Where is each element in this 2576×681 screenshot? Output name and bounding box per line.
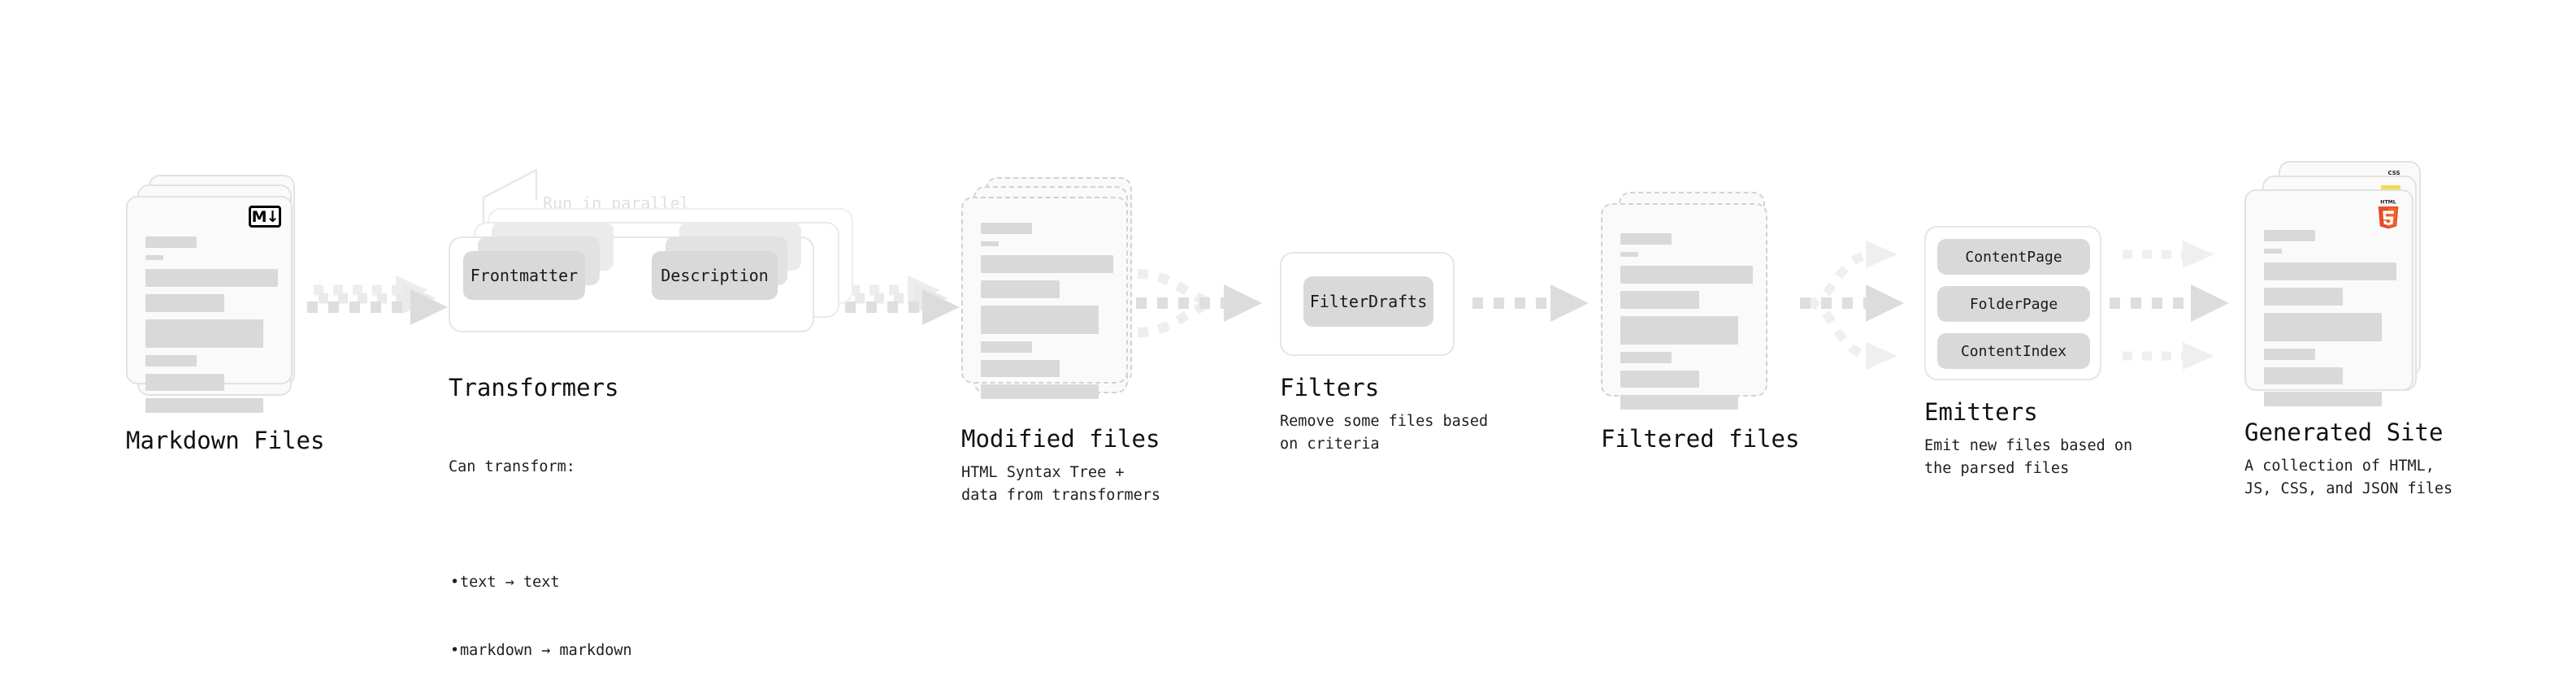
placeholder-bar — [1620, 395, 1738, 410]
placeholder-bar — [981, 241, 999, 246]
emitters-subtitle: Emit new files based on the parsed files — [1924, 437, 2133, 477]
placeholder-bar — [981, 360, 1060, 377]
placeholder-bar — [145, 319, 263, 348]
filtered-file-placeholder-lines — [1620, 233, 1753, 417]
placeholder-bar — [2264, 392, 2382, 406]
modified-files-title: Modified files — [961, 425, 1160, 453]
placeholder-bar — [145, 269, 278, 287]
markdown-file-card-front[interactable]: M↓ — [126, 196, 293, 413]
placeholder-bar — [1620, 266, 1753, 284]
placeholder-bar — [1620, 233, 1672, 245]
html5-icon: HTML — [2376, 197, 2400, 230]
transformers-bullet-item: text → text — [449, 571, 632, 594]
generated-site-subtitle: A collection of HTML, JS, CSS, and JSON … — [2244, 458, 2453, 497]
placeholder-bar — [2264, 313, 2382, 341]
modified-file-placeholder-lines — [981, 223, 1113, 406]
generated-site-placeholder-lines — [2264, 230, 2397, 414]
modified-files-subtitle: HTML Syntax Tree + data from transformer… — [961, 464, 1161, 504]
transformers-subtitle-lead: Can transform: — [449, 458, 575, 475]
transformers-subtitle: Can transform: text → text markdown → ma… — [449, 410, 632, 681]
placeholder-bar — [981, 341, 1032, 353]
connector-filtered-to-emitters — [1800, 241, 1904, 370]
filters-box[interactable]: FilterDrafts — [1280, 252, 1455, 356]
placeholder-bar — [981, 280, 1060, 298]
modified-file-card-front[interactable] — [961, 197, 1128, 399]
placeholder-bar — [1620, 316, 1738, 345]
transformers-bullet-item: markdown → markdown — [449, 640, 632, 662]
placeholder-bar — [981, 384, 1099, 399]
connector-md-to-transformers — [307, 275, 448, 325]
transformers-bullet-list: text → text markdown → markdown html → h… — [449, 527, 632, 681]
placeholder-bar — [981, 255, 1113, 273]
generated-html-card[interactable]: HTML — [2244, 189, 2413, 406]
transformer-box-front[interactable]: Frontmatter Description — [449, 222, 814, 332]
placeholder-bar — [2264, 288, 2343, 306]
placeholder-bar — [145, 255, 163, 260]
filters-subtitle: Remove some files based on criteria — [1280, 413, 1489, 453]
placeholder-bar — [145, 398, 263, 413]
placeholder-bar — [1620, 291, 1699, 309]
markdown-files-title: Markdown Files — [126, 427, 325, 454]
placeholder-bar — [981, 223, 1032, 234]
transformers-title: Transformers — [449, 374, 619, 401]
connector-emitters-to-site — [2110, 241, 2229, 370]
placeholder-bar — [145, 355, 197, 367]
transformer-chip-frontmatter[interactable]: Frontmatter — [463, 251, 585, 300]
emitter-chip-contentpage[interactable]: ContentPage — [1937, 239, 2090, 275]
connector-modified-to-filters — [1136, 269, 1262, 337]
markdown-icon: M↓ — [249, 206, 281, 228]
placeholder-bar — [2264, 230, 2315, 241]
placeholder-bar — [1620, 352, 1672, 363]
emitter-chip-folderpage[interactable]: FolderPage — [1937, 286, 2090, 322]
filtered-files-title: Filtered files — [1601, 425, 1800, 453]
placeholder-bar — [145, 294, 224, 312]
generated-site-title: Generated Site — [2244, 419, 2444, 446]
placeholder-bar — [145, 236, 197, 248]
emitters-box[interactable]: ContentPage FolderPage ContentIndex — [1924, 226, 2101, 380]
placeholder-bar — [1620, 371, 1699, 388]
placeholder-bar — [145, 374, 224, 391]
placeholder-bar — [2264, 249, 2282, 254]
emitters-title: Emitters — [1924, 398, 2038, 426]
placeholder-bar — [981, 306, 1099, 334]
markdown-file-placeholder-lines — [145, 236, 278, 420]
placeholder-bar — [2264, 262, 2396, 280]
svg-text:HTML: HTML — [2380, 200, 2396, 206]
filter-chip-filterdrafts[interactable]: FilterDrafts — [1303, 276, 1433, 327]
filtered-file-card-front[interactable] — [1601, 203, 1767, 410]
transformer-chip-description[interactable]: Description — [652, 251, 778, 300]
emitter-chip-contentindex[interactable]: ContentIndex — [1937, 333, 2090, 369]
placeholder-bar — [1620, 252, 1638, 257]
filters-title: Filters — [1280, 374, 1380, 401]
placeholder-bar — [2264, 367, 2343, 384]
placeholder-bar — [2264, 349, 2315, 360]
connector-filters-to-filtered — [1472, 284, 1589, 322]
